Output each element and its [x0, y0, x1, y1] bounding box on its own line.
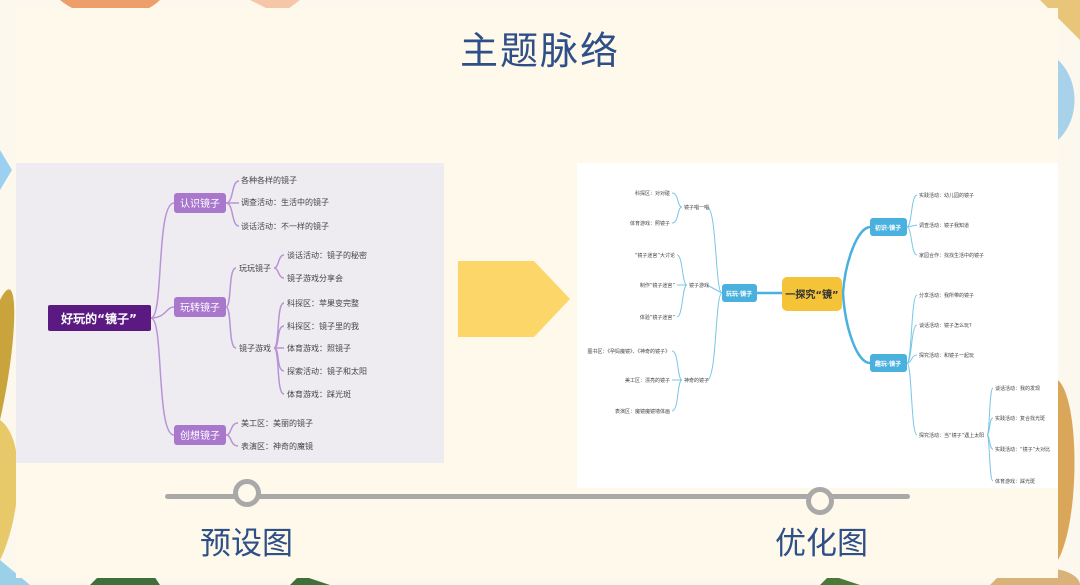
optimized-leaf: 科探区：对对碰 — [635, 190, 670, 197]
timeline-bar — [165, 494, 910, 499]
optimized-leaf: 美工区：漂亮的镜子 — [625, 377, 670, 384]
preset-leaf: 各种各样的镜子 — [241, 175, 297, 185]
optimized-group-label: 镜子游戏 — [689, 282, 709, 289]
optimized-leaf: 体验“镜子迷宫” — [640, 314, 676, 321]
optimized-leaf: 谈话活动：镜子怎么玩? — [919, 322, 972, 329]
preset-branch-node — [174, 425, 226, 445]
preset-sub-branch: 玩玩镜子 — [239, 263, 271, 273]
arrow-right-icon — [458, 261, 570, 337]
optimized-center-label: 一探究“镜” — [785, 288, 838, 301]
optimized-leaf: 谈话活动：我的发现 — [995, 385, 1040, 392]
preset-leaf: 科探区：苹果变完整 — [287, 298, 359, 308]
optimized-leaf: 探究活动：和镜子一起玩 — [919, 352, 974, 359]
optimized-leaf: 体育游戏：照镜子 — [630, 220, 670, 227]
optimized-center-node — [782, 277, 842, 311]
preset-leaf: 谈话活动：不一样的镜子 — [241, 221, 329, 231]
preset-leaf: 调查活动：生活中的镜子 — [241, 197, 329, 207]
optimized-leaf: 图书区：《孕妈魔镜》、《神奇的镜子》 — [587, 348, 670, 355]
optimized-mind-map-svg: 一探究“镜” 玩玩·镜子 初识·镜子 趣玩·镜子 镜子唱一唱 镜子游戏 神奇的镜… — [587, 190, 1050, 485]
optimized-leaf: 调查活动：镜子我知道 — [919, 222, 969, 229]
optimized-leaf: 实践活动：复合找光斑 — [995, 415, 1045, 422]
optimized-leaf: 实践活动：幼儿园的镜子 — [919, 192, 974, 199]
preset-leaf: 体育游戏：踩光斑 — [287, 389, 351, 399]
optimized-mind-map: 一探究“镜” 玩玩·镜子 初识·镜子 趣玩·镜子 镜子唱一唱 镜子游戏 神奇的镜… — [577, 163, 1058, 488]
optimized-branch-label: 玩玩·镜子 — [726, 290, 752, 298]
preset-branch-label: 玩转镜子 — [180, 301, 220, 314]
optimized-branch-label: 趣玩·镜子 — [874, 360, 901, 368]
optimized-leaf: 制作“镜子迷宫” — [640, 282, 676, 289]
optimized-group-label: 神奇的镜子 — [684, 377, 709, 384]
timeline-dot-preset — [233, 479, 261, 507]
optimized-branch-node — [870, 354, 907, 372]
optimized-branch-node — [722, 284, 757, 302]
preset-leaf: 探索活动：镜子和太阳 — [287, 366, 367, 376]
preset-leaf: 镜子游戏分享会 — [287, 273, 343, 283]
optimized-branch-label: 初识·镜子 — [875, 224, 901, 232]
optimized-leaf: “镜子迷宫”大讨论 — [635, 252, 675, 259]
caption-preset: 预设图 — [200, 526, 293, 562]
optimized-leaf: 家园合作：找找生活中的镜子 — [919, 252, 984, 259]
preset-sub-branch: 镜子游戏 — [239, 343, 271, 353]
preset-branch-node — [174, 297, 226, 317]
preset-root-node — [48, 305, 151, 331]
page-title: 主题脉络 — [459, 29, 620, 73]
optimized-group-label: 探究活动：当“镜子”遇上太阳 — [919, 432, 984, 439]
preset-leaf: 科探区：镜子里的我 — [287, 321, 359, 331]
preset-leaf: 谈话活动：镜子的秘密 — [287, 250, 367, 260]
optimized-leaf: 表演区：魔镜魔镜墙体画 — [615, 408, 670, 415]
caption-optimized: 优化图 — [775, 526, 868, 562]
optimized-leaf: 体育游戏：踩光斑 — [995, 478, 1035, 485]
preset-root-label: 好玩的“镜子” — [60, 311, 137, 326]
preset-leaf: 体育游戏：照镜子 — [287, 343, 351, 353]
preset-leaf: 表演区：神奇的魔镜 — [241, 441, 313, 451]
preset-mind-map: 好玩的“镜子” 认识镜子 玩转镜子 创想镜子 各种各样的镜子 调查活动：生活中的… — [16, 163, 444, 463]
preset-branch-node — [174, 193, 226, 213]
optimized-group-label: 镜子唱一唱 — [684, 204, 709, 211]
preset-mind-map-svg: 好玩的“镜子” 认识镜子 玩转镜子 创想镜子 各种各样的镜子 调查活动：生活中的… — [48, 175, 367, 451]
preset-branch-label: 认识镜子 — [180, 197, 220, 210]
optimized-leaf: 实践活动：“镜子”大对比 — [995, 446, 1050, 453]
optimized-branch-node — [870, 218, 907, 236]
preset-branch-label: 创想镜子 — [180, 429, 220, 442]
optimized-leaf: 分享活动：我所带的镜子 — [919, 292, 974, 299]
preset-leaf: 美工区：美丽的镜子 — [241, 418, 313, 428]
timeline-dot-optimized — [806, 487, 834, 515]
